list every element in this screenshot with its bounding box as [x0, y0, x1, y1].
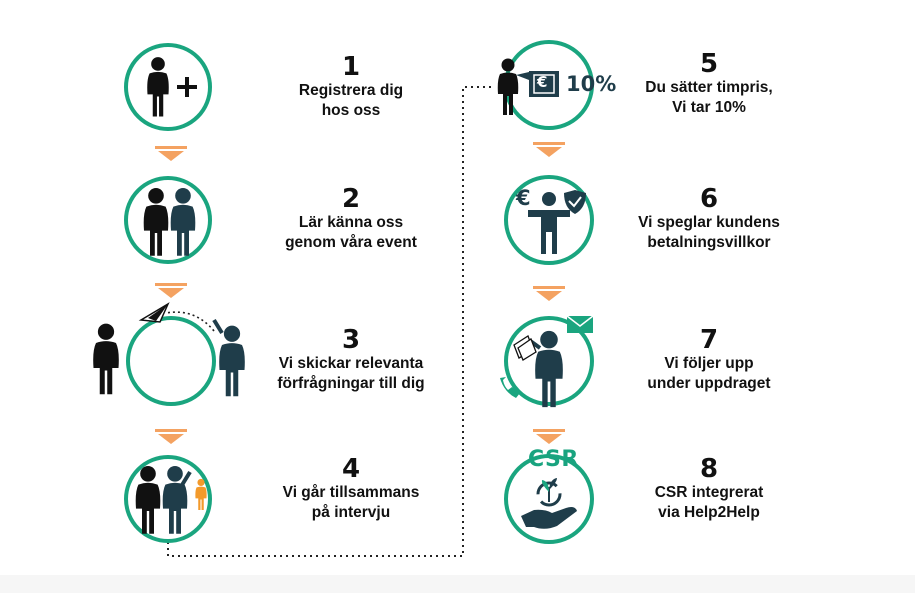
step-text-line: under uppdraget: [647, 375, 771, 392]
two-people-icon: [143, 188, 196, 256]
arrow-6-7: [533, 286, 565, 301]
phone-icon: [500, 377, 520, 398]
arrow-7-8: [533, 429, 565, 444]
arrow-3-4: [155, 429, 187, 444]
step-5: 5 Du sätter timpris, Vi tar 10%: [609, 50, 809, 118]
step-text-line: genom våra event: [285, 234, 417, 251]
mail-icon: [566, 315, 594, 333]
step-number: 8: [699, 454, 719, 484]
ring-3: [126, 316, 216, 406]
ring-7: [504, 316, 594, 406]
csr-label: CSR: [528, 447, 579, 472]
add-user-icon: [147, 57, 197, 117]
arrow-1-2: [155, 146, 187, 161]
step-text-line: Vi speglar kundens: [638, 214, 780, 231]
paper-plane-icon: [138, 302, 170, 323]
step-text-line: på intervju: [311, 504, 391, 521]
step-text-line: förfrågningar till dig: [277, 375, 425, 392]
euro-sign-6: €: [516, 186, 531, 210]
step-text-line: Du sätter timpris,: [645, 79, 773, 96]
step-text-line: Vi går tillsammans: [282, 484, 420, 501]
step-text-line: CSR integrerat: [654, 484, 764, 501]
step-text-line: Vi skickar relevanta: [278, 355, 424, 372]
step-text-line: Vi följer upp: [664, 355, 754, 372]
step-7: 7 Vi följer upp under uppdraget: [609, 326, 809, 394]
connector-path: [167, 86, 492, 557]
step-text-line: Lär känna oss: [298, 214, 404, 231]
step-4: 4 Vi går tillsammans på intervju: [251, 455, 451, 523]
ring-1: [124, 43, 212, 131]
ring-6: [504, 175, 594, 265]
euro-sign-5: €: [537, 73, 548, 91]
step-3: 3 Vi skickar relevanta förfrågningar til…: [251, 326, 451, 394]
step-number: 7: [699, 325, 719, 355]
ring-8: [504, 454, 594, 544]
csr-hand-plant-icon: [521, 478, 577, 529]
step-text-line: Vi tar 10%: [672, 99, 746, 116]
fee-percent-label: 10%: [566, 72, 617, 96]
step-number: 3: [341, 325, 361, 355]
bottom-band: [0, 575, 915, 593]
arrow-5-6: [533, 142, 565, 157]
fee-icon: [497, 58, 559, 115]
down-arrows: [155, 142, 565, 444]
step-number: 1: [341, 52, 361, 82]
step-6: 6 Vi speglar kundens betalningsvillkor: [609, 185, 809, 253]
step-2: 2 Lär känna oss genom våra event: [251, 185, 451, 253]
sending-requests-icon: [93, 302, 245, 397]
step-text-line: via Help2Help: [658, 504, 760, 521]
arrow-2-3: [155, 283, 187, 298]
step-number: 6: [699, 184, 719, 214]
step-number: 5: [699, 49, 719, 79]
documents-icon: [513, 335, 537, 361]
ring-4: [124, 455, 212, 543]
shield-check-icon: [564, 190, 586, 214]
step-number: 4: [341, 454, 361, 484]
step-1: 1 Registrera dig hos oss: [251, 53, 451, 121]
step-number: 2: [341, 184, 361, 214]
step-text-line: betalningsvillkor: [647, 234, 771, 251]
interview-icon: [135, 466, 207, 534]
step-8: 8 CSR integrerat via Help2Help: [609, 455, 809, 523]
ring-2: [124, 176, 212, 264]
step-text-line: Registrera dig: [298, 82, 404, 99]
follow-up-icon: [500, 315, 594, 408]
step-text-line: hos oss: [321, 102, 381, 119]
payment-terms-icon: [528, 190, 586, 254]
